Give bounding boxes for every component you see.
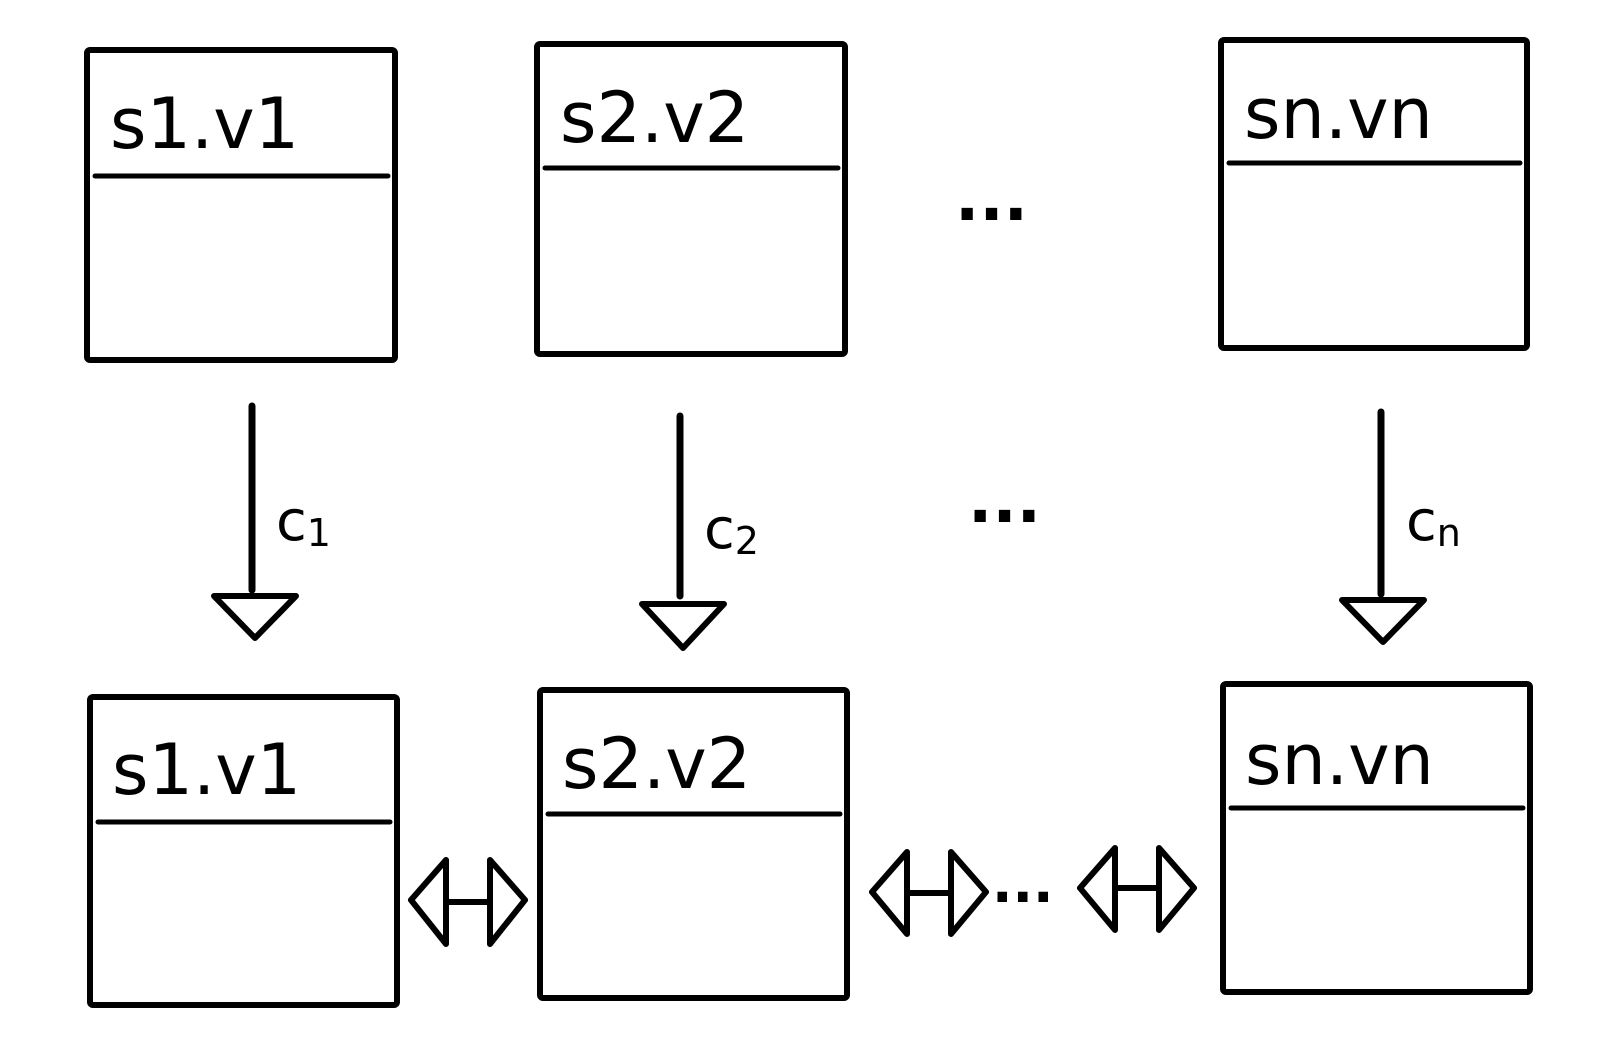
bottom-box-n-label: sn.vn [1245, 719, 1434, 801]
top-box-1-label: s1.v1 [110, 83, 299, 165]
arrow-1-label-sub: 1 [307, 511, 331, 555]
top-box-n-label: sn.vn [1244, 73, 1433, 155]
bidirectional-connector-2-3 [869, 849, 989, 937]
top-box-n: sn.vn [1218, 37, 1530, 351]
arrow-2-label-base: c [704, 497, 735, 562]
top-row-ellipsis: ... [955, 162, 1028, 236]
arrow-n: cn [1339, 408, 1461, 645]
arrow-n-label-sub: n [1437, 511, 1461, 555]
arrow-2-label: c2 [704, 497, 759, 563]
bottom-box-2-label: s2.v2 [562, 723, 751, 805]
top-box-2: s2.v2 [534, 41, 848, 357]
top-box-2-label: s2.v2 [560, 77, 749, 159]
arrow-2: c2 [639, 412, 759, 651]
arrow-1-label: c1 [276, 489, 331, 555]
bottom-row-ellipsis: ... [992, 852, 1054, 915]
arrow-1-label-base: c [276, 489, 307, 554]
arrow-2-label-sub: 2 [735, 519, 759, 563]
arrow-n-label: cn [1406, 489, 1461, 555]
bottom-box-2: s2.v2 [537, 687, 850, 1001]
arrow-1: c1 [211, 402, 331, 641]
arrow-row-ellipsis: ... [968, 464, 1041, 538]
bottom-box-n: sn.vn [1220, 681, 1533, 995]
bottom-box-1-label: s1.v1 [112, 729, 301, 811]
arrow-n-label-base: c [1406, 489, 1437, 554]
bidirectional-connector-1-2 [408, 857, 528, 947]
bidirectional-connector-n-1-n [1077, 845, 1197, 933]
top-box-1: s1.v1 [84, 47, 398, 363]
bottom-box-1: s1.v1 [87, 694, 400, 1008]
